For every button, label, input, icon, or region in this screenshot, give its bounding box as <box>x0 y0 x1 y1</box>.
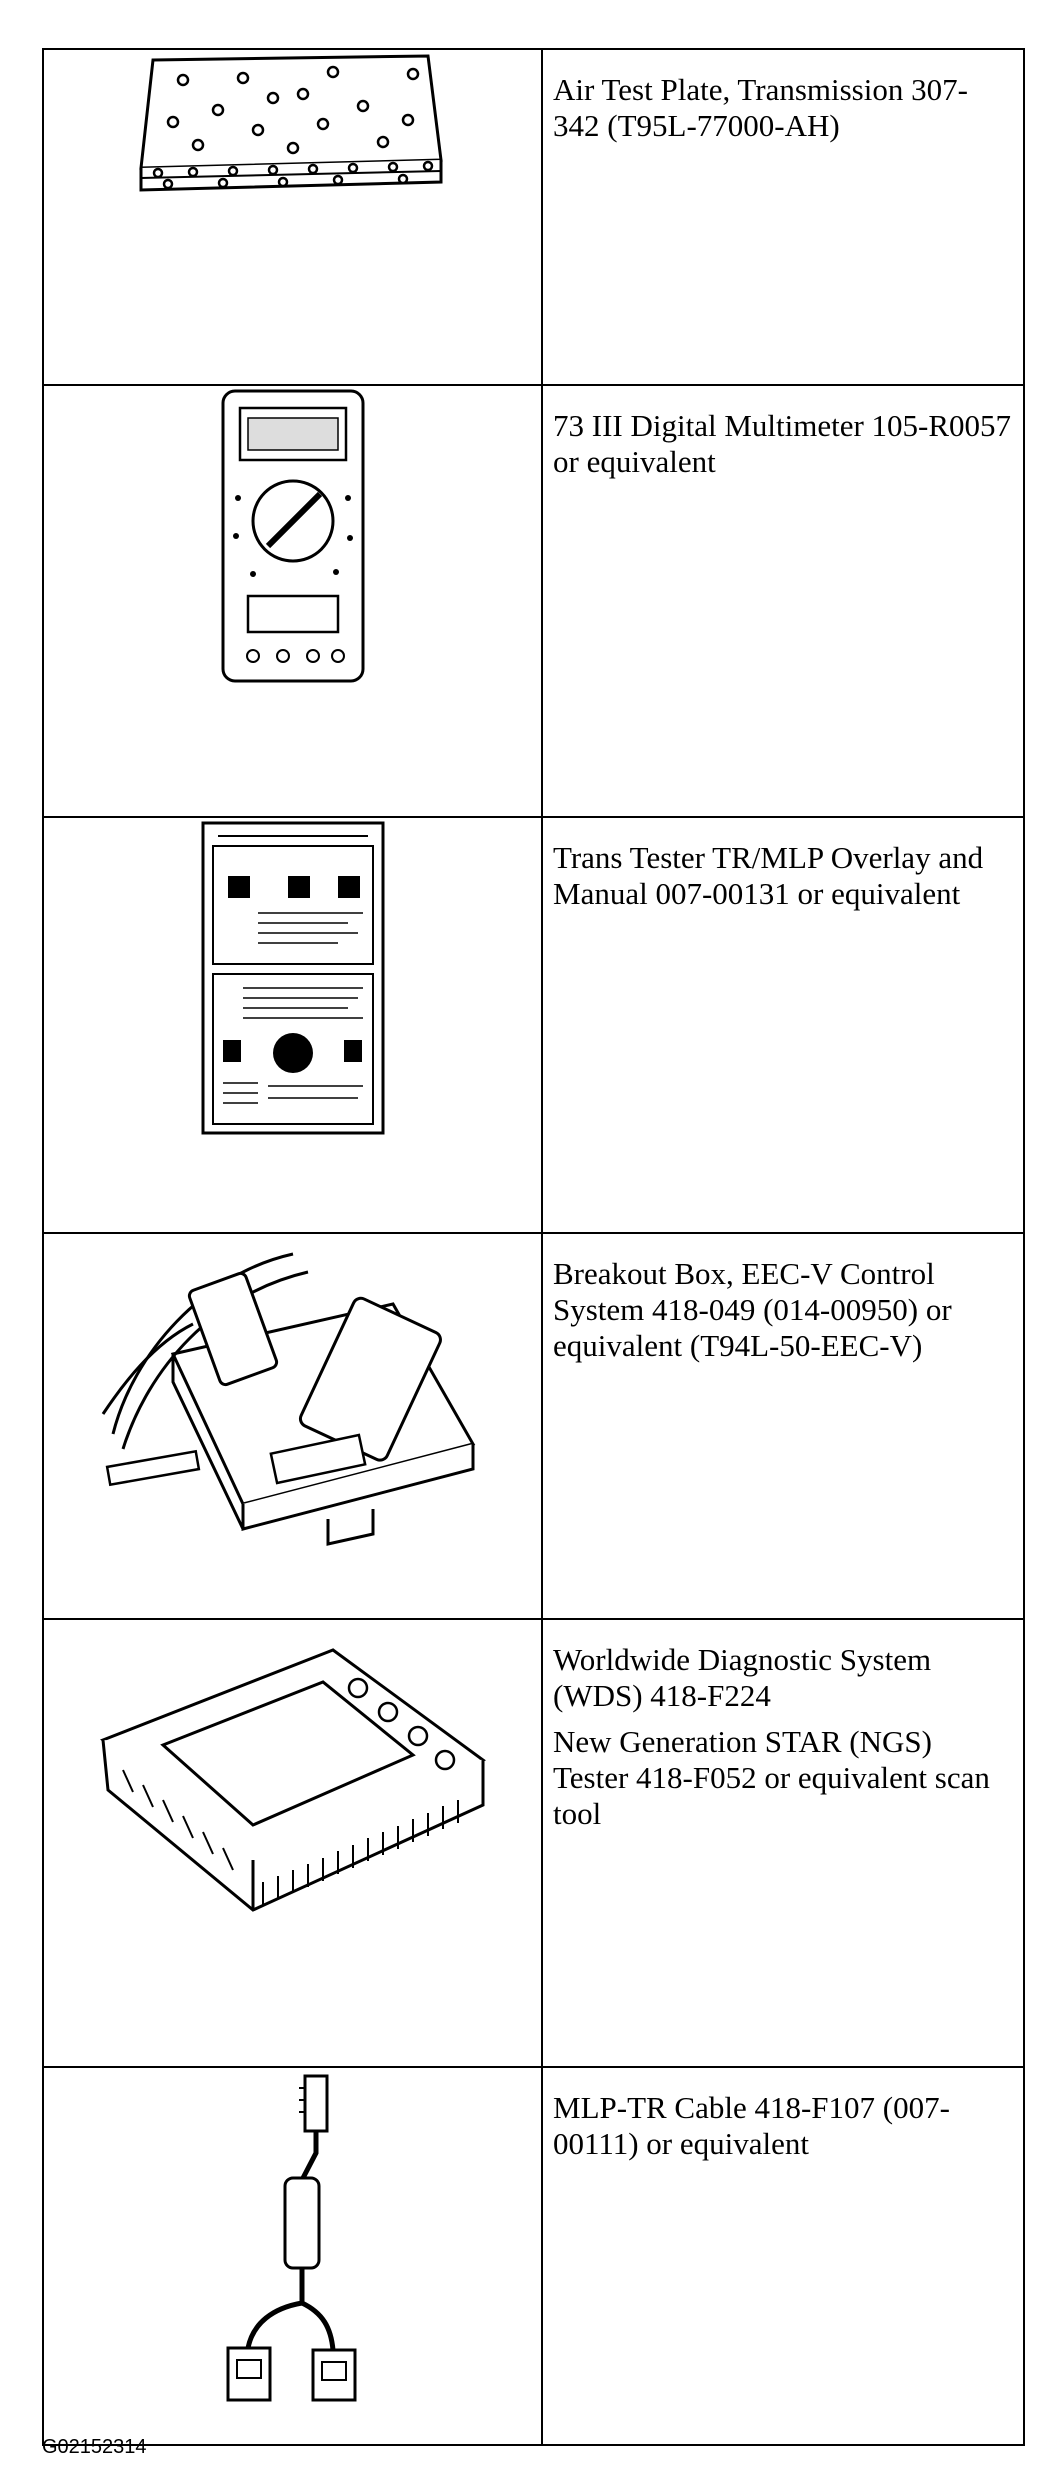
air-test-plate-icon <box>138 54 443 192</box>
tool-image-cell <box>42 384 543 818</box>
tool-description: Breakout Box, EEC-V Control System 418-0… <box>553 1256 952 1363</box>
tool-description: New Generation STAR (NGS) Tester 418-F05… <box>553 1724 990 1831</box>
table-row: MLP-TR Cable 418-F107 (007-00111) or equ… <box>42 2066 1025 2446</box>
tool-image-cell <box>42 816 543 1234</box>
mlp-tr-cable-icon <box>226 2074 356 2402</box>
digital-multimeter-icon <box>221 389 364 683</box>
tool-description: 73 III Digital Multimeter 105-R0057 or e… <box>553 408 1012 479</box>
trans-tester-overlay-icon <box>201 821 384 1135</box>
tool-description-cell: Trans Tester TR/MLP Overlay and Manual 0… <box>541 816 1025 1234</box>
table-row: Air Test Plate, Transmission 307-342 (T9… <box>42 48 1025 386</box>
tool-image-cell <box>42 48 543 386</box>
figure-code: G02152314 <box>42 2436 147 2458</box>
tool-description: MLP-TR Cable 418-F107 (007-00111) or equ… <box>553 2090 950 2161</box>
table-row: 73 III Digital Multimeter 105-R0057 or e… <box>42 384 1025 818</box>
tool-image-cell <box>42 1618 543 2068</box>
breakout-box-icon <box>101 1252 475 1546</box>
table-row: Worldwide Diagnostic System (WDS) 418-F2… <box>42 1618 1025 2068</box>
tool-description-cell: Breakout Box, EEC-V Control System 418-0… <box>541 1232 1025 1620</box>
tool-description-cell: 73 III Digital Multimeter 105-R0057 or e… <box>541 384 1025 818</box>
tool-description: Air Test Plate, Transmission 307-342 (T9… <box>553 72 968 143</box>
tool-image-cell <box>42 1232 543 1620</box>
special-tools-table: Air Test Plate, Transmission 307-342 (T9… <box>42 48 1025 2446</box>
tool-description-cell: Air Test Plate, Transmission 307-342 (T9… <box>541 48 1025 386</box>
tool-description: Worldwide Diagnostic System (WDS) 418-F2… <box>553 1642 932 1713</box>
table-row: Trans Tester TR/MLP Overlay and Manual 0… <box>42 816 1025 1234</box>
tool-description: Trans Tester TR/MLP Overlay and Manual 0… <box>553 840 984 911</box>
tool-description-cell: MLP-TR Cable 418-F107 (007-00111) or equ… <box>541 2066 1025 2446</box>
tool-description-cell: Worldwide Diagnostic System (WDS) 418-F2… <box>541 1618 1025 2068</box>
diagnostic-tester-icon <box>99 1648 486 1912</box>
table-row: Breakout Box, EEC-V Control System 418-0… <box>42 1232 1025 1620</box>
tool-image-cell <box>42 2066 543 2446</box>
